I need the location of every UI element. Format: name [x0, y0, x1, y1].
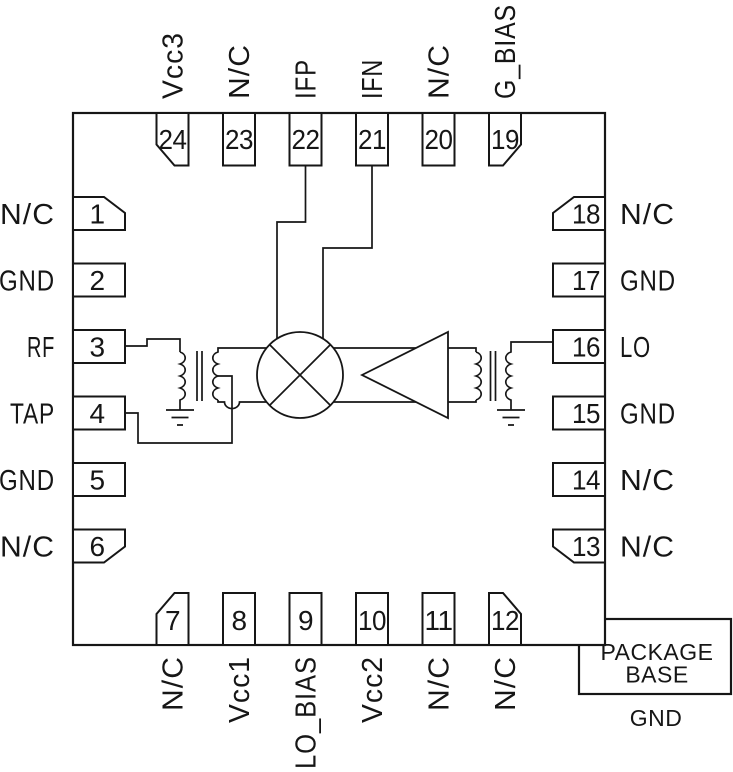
- pin-24-label: Vcc3: [158, 32, 190, 99]
- pin-15-number: 15: [572, 398, 600, 429]
- pin-5-label: GND: [0, 465, 55, 497]
- pin-6-box: [72, 528, 126, 564]
- pin-8-label: Vcc1: [224, 656, 256, 723]
- pin-9-label: LO_BIAS: [291, 656, 323, 769]
- pin-16-number: 16: [572, 332, 600, 363]
- pin-19-number: 19: [491, 124, 519, 155]
- pin-12-box: [488, 592, 522, 646]
- pin-18-label: N/C: [620, 199, 675, 231]
- pin-15-box: [552, 395, 606, 431]
- pin-1-number: 1: [89, 199, 104, 230]
- ifn-wire: [322, 165, 373, 339]
- package-base: PACKAGE BASE GND: [601, 639, 714, 731]
- pin-24-box: [155, 112, 190, 167]
- pin-18-box: [552, 196, 606, 231]
- pin-14-box: [552, 462, 606, 497]
- ground-icon: [166, 409, 194, 426]
- internal-schematic: [125, 165, 553, 444]
- pin-22-box: [288, 112, 323, 167]
- pin-7-number: 7: [165, 605, 180, 636]
- pin-21-label: IFN: [357, 59, 389, 99]
- rf-wire: [125, 338, 181, 352]
- pin-8-number: 8: [231, 605, 246, 636]
- rf-secondary-bottom-wire: [217, 400, 267, 410]
- pin-15-label: GND: [620, 399, 676, 431]
- pin-22-number: 22: [292, 124, 320, 155]
- package-base-ground-label: GND: [630, 705, 683, 731]
- pin-20-number: 20: [425, 124, 453, 155]
- package-base-line1: PACKAGE: [601, 639, 714, 665]
- chip-outline: [71, 111, 607, 647]
- pin-14-label: N/C: [620, 465, 675, 497]
- pin-19-label: G_BIAS: [490, 4, 522, 99]
- pin-4-box: [72, 395, 126, 431]
- lo-transformer-icon: [473, 341, 553, 410]
- pin-23-label: N/C: [224, 44, 256, 99]
- package-base-box: [577, 617, 733, 696]
- pin-23-box: [222, 112, 256, 167]
- pin-14-number: 14: [572, 465, 600, 496]
- pin-19-box: [488, 112, 522, 167]
- pin-1-label: N/C: [0, 199, 55, 231]
- tap-wire: [125, 375, 233, 444]
- pin-3-label: RF: [27, 332, 55, 364]
- pin-10-box: [355, 592, 389, 646]
- pin-20-label: N/C: [424, 44, 456, 99]
- pin-4-label: TAP: [10, 399, 55, 431]
- pin-10-number: 10: [358, 605, 386, 636]
- pin-6-label: N/C: [0, 532, 55, 564]
- pin-9-box: [288, 592, 323, 646]
- pin-18-number: 18: [572, 199, 600, 230]
- pin-5-box: [72, 462, 126, 497]
- ifp-wire: [276, 165, 307, 339]
- pin-3-box: [72, 329, 126, 364]
- pin-20-box: [421, 112, 456, 167]
- pin-6-number: 6: [89, 531, 104, 562]
- pin-2-number: 2: [89, 265, 104, 296]
- pin-5-number: 5: [89, 465, 104, 496]
- pin-17-box: [552, 262, 606, 298]
- pin-21-box: [355, 112, 389, 167]
- pin-13-number: 13: [572, 531, 600, 562]
- pin-8-box: [222, 592, 256, 646]
- pin-11-label: N/C: [424, 656, 456, 711]
- pin-23-number: 23: [225, 124, 253, 155]
- pin-11-box: [421, 592, 456, 646]
- pin-1-box: [72, 196, 126, 231]
- pin-16-label: LO: [620, 332, 651, 364]
- pin-7-box: [155, 592, 190, 646]
- pin-9-number: 9: [298, 605, 313, 636]
- ground-icon: [497, 409, 525, 426]
- pin-2-label: GND: [0, 266, 55, 298]
- pin-16-box: [552, 329, 606, 364]
- pin-group: 24Vcc323N/C22IFP21IFN20N/C19G_BIAS1N/C2G…: [0, 4, 676, 769]
- pin-13-label: N/C: [620, 532, 675, 564]
- pin-4-number: 4: [89, 398, 104, 429]
- pin-12-number: 12: [491, 605, 519, 636]
- pin-10-label: Vcc2: [357, 656, 389, 723]
- pin-11-number: 11: [425, 605, 453, 636]
- pin-3-number: 3: [89, 332, 104, 363]
- pin-13-box: [552, 528, 606, 564]
- pin-22-label: IFP: [291, 59, 323, 99]
- lo-upper-wire: [333, 347, 477, 352]
- mixer-icon: [256, 331, 344, 419]
- package-base-line2: BASE: [625, 662, 688, 688]
- amplifier-icon: [359, 330, 449, 420]
- pin-12-label: N/C: [490, 656, 522, 711]
- pin-24-number: 24: [159, 124, 187, 155]
- pin-7-label: N/C: [158, 656, 190, 711]
- lo-lower-wire: [333, 400, 477, 403]
- pin-2-box: [72, 262, 126, 298]
- pin-17-label: GND: [620, 266, 676, 298]
- pin-17-number: 17: [572, 265, 600, 296]
- rf-transformer-icon: [177, 347, 267, 410]
- pin-21-number: 21: [358, 124, 386, 155]
